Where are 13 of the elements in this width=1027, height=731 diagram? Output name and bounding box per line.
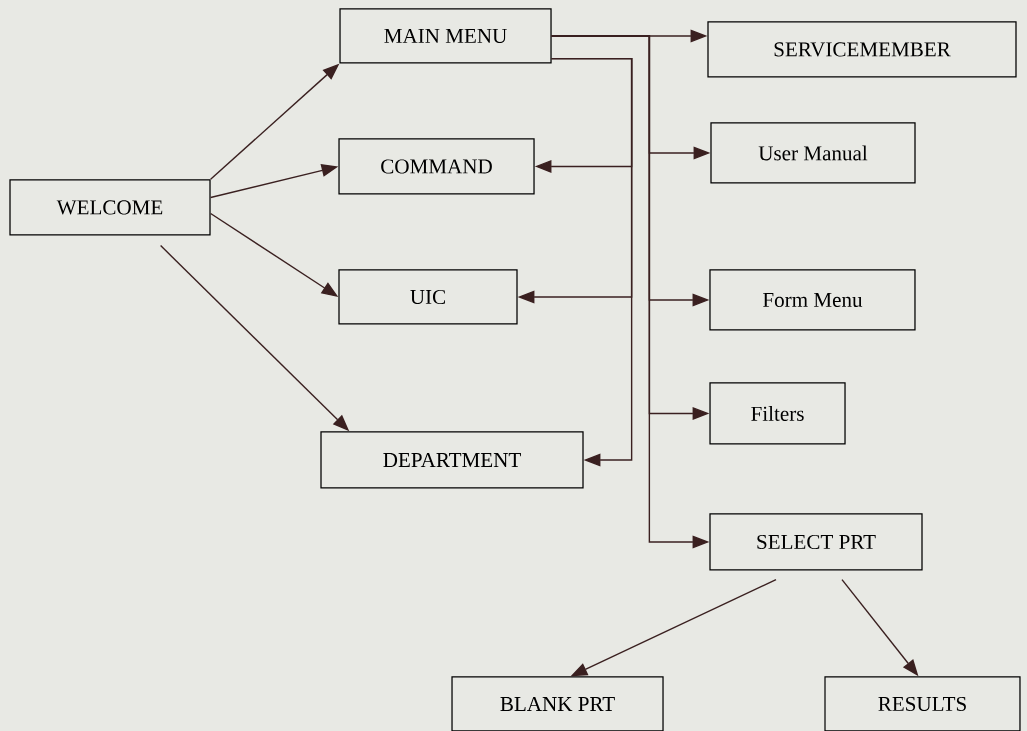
menu-box: BLANK PRT [451, 676, 664, 731]
menu-box: DEPARTMENT [320, 431, 584, 489]
arrow [550, 57, 633, 467]
menu-box: SELECT PRT [709, 513, 923, 571]
menu-box: User Manual [710, 122, 916, 184]
menu-box: WELCOME [9, 179, 211, 236]
menu-box: COMMAND [338, 138, 535, 195]
menu-box: UIC [338, 269, 518, 325]
menu-box: Form Menu [709, 269, 916, 331]
menu-box: RESULTS [824, 676, 1021, 731]
menu-box: Filters [709, 382, 846, 445]
menu-box: MAIN MENU [339, 8, 552, 64]
menu-box: SERVICEMEMBER [707, 21, 1017, 78]
